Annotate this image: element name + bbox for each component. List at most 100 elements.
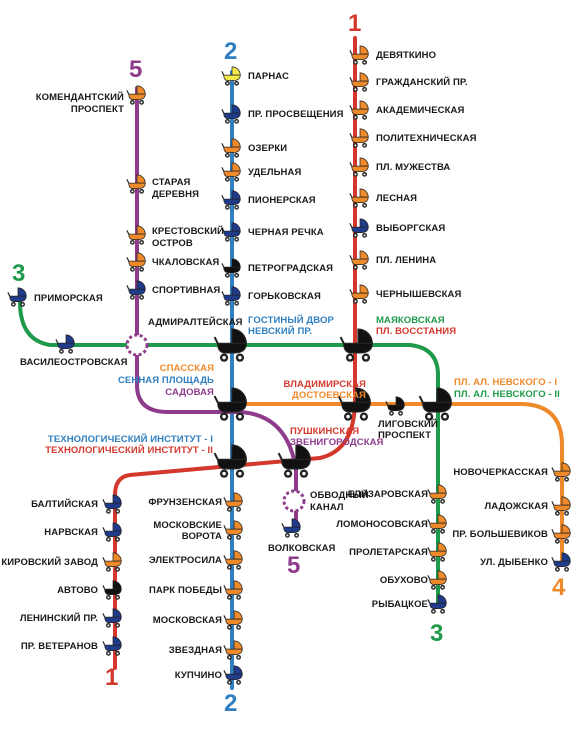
- station-label-tekh2[interactable]: ТЕХНОЛОГИЧЕСКИЙ ИНСТИТУТ - II: [45, 445, 213, 456]
- station-icon-obvodny: [282, 489, 306, 513]
- line-5-number-top: 5: [129, 56, 143, 83]
- station-icon-avtovo: [102, 580, 122, 600]
- station-label-nevsky[interactable]: НЕВСКИЙ ПР.: [248, 326, 313, 337]
- station-label-ligovsky2[interactable]: ПРОСПЕКТ: [378, 430, 432, 441]
- station-icon-narvskaya: [102, 522, 122, 542]
- station-label-vladimirskaya[interactable]: ВЛАДИМИРСКАЯ: [283, 379, 366, 390]
- station-label-pushkinskaya[interactable]: ПУШКИНСКАЯ: [290, 426, 360, 437]
- station-label-leninsky[interactable]: ЛЕНИНСКИЙ ПР.: [19, 613, 98, 624]
- station-label-kirovsky[interactable]: КИРОВСКИЙ ЗАВОД: [1, 557, 98, 568]
- station-label-veteranov[interactable]: ПР. ВЕТЕРАНОВ: [20, 641, 98, 652]
- station-icon-primorskaya: [7, 287, 27, 307]
- station-icon-lenina: [349, 250, 369, 270]
- station-label-mosvorota2[interactable]: ВОРОТА: [181, 531, 222, 542]
- station-label-rybatskoe[interactable]: РЫБАЦКОЕ: [371, 599, 428, 610]
- station-label-mosvorota1[interactable]: МОСКОВСКИЕ: [153, 520, 222, 531]
- station-label-narvskaya[interactable]: НАРВСКАЯ: [44, 527, 98, 538]
- station-label-lesnaya[interactable]: ЛЕСНАЯ: [376, 193, 418, 204]
- line-3-number-top: 3: [12, 260, 26, 287]
- station-label-devyatkino[interactable]: ДЕВЯТКИНО: [376, 50, 437, 61]
- station-label-grazhdansky[interactable]: ГРАЖДАНСКИЙ ПР.: [376, 77, 468, 88]
- station-label-staraya1[interactable]: СТАРАЯ: [152, 177, 191, 188]
- station-label-novocherkasskaya[interactable]: НОВОЧЕРКАССКАЯ: [453, 467, 548, 478]
- station-icon-zvezdnaya: [223, 640, 243, 660]
- line-5: [135, 86, 298, 532]
- station-label-sennaya[interactable]: СЕННАЯ ПЛОЩАДЬ: [117, 375, 214, 386]
- station-label-dostoevskaya[interactable]: ДОСТОЕВСКАЯ: [291, 390, 366, 401]
- station-label-obukhovo[interactable]: ОБУХОВО: [379, 575, 428, 586]
- station-label-chernaya[interactable]: ЧЕРНАЯ РЕЧКА: [248, 227, 324, 238]
- line-4: [230, 402, 564, 562]
- station-label-gostiny[interactable]: ГОСТИНЫЙ ДВОР: [248, 315, 334, 326]
- transfer-icon-sennaya: [213, 387, 247, 421]
- station-label-staraya2[interactable]: ДЕРЕВНЯ: [152, 189, 200, 200]
- station-label-frunzenskaya[interactable]: ФРУНЗЕНСКАЯ: [148, 497, 222, 508]
- station-label-krestovsky1[interactable]: КРЕСТОВСКИЙ: [152, 226, 224, 237]
- station-label-zvenigorodskaya[interactable]: ЗВЕНИГОРОДСКАЯ: [290, 437, 384, 448]
- station-label-petrogradskaya[interactable]: ПЕТРОГРАДСКАЯ: [248, 263, 334, 274]
- station-label-kupchino[interactable]: КУПЧИНО: [174, 670, 222, 681]
- station-label-komendantsky2[interactable]: ПРОСПЕКТ: [70, 104, 124, 115]
- station-label-tekh1[interactable]: ТЕХНОЛОГИЧЕСКИЙ ИНСТИТУТ - I: [47, 434, 213, 445]
- station-icon-petrogradskaya: [221, 258, 241, 278]
- station-label-lenina[interactable]: ПЛ. ЛЕНИНА: [376, 255, 437, 266]
- station-label-primorskaya[interactable]: ПРИМОРСКАЯ: [34, 293, 103, 304]
- station-label-volkovskaya[interactable]: ВОЛКОВСКАЯ: [268, 543, 336, 554]
- station-icon-vasileostrovskaya: [55, 334, 75, 354]
- station-label-chkalovskaya[interactable]: ЧКАЛОВСКАЯ: [152, 257, 220, 268]
- station-label-mayakovskaya[interactable]: МАЯКОВСКАЯ: [376, 315, 445, 326]
- station-label-krestovsky2[interactable]: ОСТРОВ: [152, 238, 193, 249]
- station-label-vosstaniya[interactable]: ПЛ. ВОССТАНИЯ: [376, 326, 457, 337]
- station-icon-pionerskaya: [221, 190, 241, 210]
- station-label-vyborgskaya[interactable]: ВЫБОРГСКАЯ: [376, 223, 446, 234]
- station-label-avtovo[interactable]: АВТОВО: [57, 585, 98, 596]
- station-label-elizarovskaya[interactable]: ЕЛИЗАРОВСКАЯ: [347, 489, 428, 500]
- station-icon-moskovskaya: [223, 610, 243, 630]
- station-label-parnas[interactable]: ПАРНАС: [248, 71, 289, 82]
- station-label-dybenko[interactable]: УЛ. ДЫБЕНКО: [480, 557, 548, 568]
- station-label-ozerki[interactable]: ОЗЕРКИ: [248, 143, 288, 154]
- transfer-icon-tekhnologichesky: [213, 444, 247, 478]
- station-label-ligovsky1[interactable]: ЛИГОВСКИЙ: [378, 419, 438, 430]
- station-label-akademicheskaya[interactable]: АКАДЕМИЧЕСКАЯ: [376, 105, 465, 116]
- station-label-zvezdnaya[interactable]: ЗВЕЗДНАЯ: [168, 645, 222, 656]
- transfer-icon-alnevsky: [418, 387, 452, 421]
- station-icon-lomonosovskaya: [427, 514, 447, 534]
- station-label-chernyshevskaya[interactable]: ЧЕРНЫШЕВСКАЯ: [376, 289, 462, 300]
- station-icon-krestovsky: [126, 225, 146, 245]
- station-label-politekhnicheskaya[interactable]: ПОЛИТЕХНИЧЕСКАЯ: [376, 133, 477, 144]
- transfer-icon-nevsky-gostiny: [213, 328, 247, 362]
- station-label-proletarskaya[interactable]: ПРОЛЕТАРСКАЯ: [349, 547, 428, 558]
- station-label-ladozhskaya[interactable]: ЛАДОЖСКАЯ: [484, 501, 548, 512]
- station-label-moskovskaya[interactable]: МОСКОВСКАЯ: [152, 615, 222, 626]
- line-1: [113, 36, 357, 670]
- station-label-spasskaya[interactable]: СПАССКАЯ: [159, 363, 214, 374]
- station-icon-ozerki: [221, 138, 241, 158]
- station-icon-kirovsky: [102, 552, 122, 572]
- station-label-sportivnaya[interactable]: СПОРТИВНАЯ: [152, 285, 221, 296]
- station-label-vasileostrovskaya[interactable]: ВАСИЛЕОСТРОВСКАЯ: [20, 357, 128, 368]
- station-label-nevsky1[interactable]: ПЛ. АЛ. НЕВСКОГО - I: [454, 377, 558, 388]
- station-label-komendantsky1[interactable]: КОМЕНДАНТСКИЙ: [35, 92, 124, 103]
- line-4-number-bottom: 4: [552, 574, 566, 601]
- station-label-obvodny2[interactable]: КАНАЛ: [310, 502, 344, 513]
- station-label-admiralteyskaya[interactable]: АДМИРАЛТЕЙСКАЯ: [148, 317, 243, 328]
- station-icon-kupchino: [223, 665, 243, 685]
- station-label-elektrosila[interactable]: ЭЛЕКТРОСИЛА: [148, 555, 222, 566]
- station-label-obvodny1[interactable]: ОБВОДНЫЙ: [310, 490, 369, 501]
- station-icon-elizarovskaya: [427, 484, 447, 504]
- station-label-prosvescheniya[interactable]: ПР. ПРОСВЕЩЕНИЯ: [248, 109, 344, 120]
- station-icon-prosvescheniya: [221, 104, 241, 124]
- station-label-nevsky2[interactable]: ПЛ. АЛ. НЕВСКОГО - II: [454, 389, 560, 400]
- station-icon-parnas: [221, 66, 241, 86]
- station-label-park[interactable]: ПАРК ПОБЕДЫ: [148, 585, 222, 596]
- station-label-lomonosovskaya[interactable]: ЛОМОНОСОВСКАЯ: [336, 519, 428, 530]
- station-label-udelnaya[interactable]: УДЕЛЬНАЯ: [248, 167, 302, 178]
- station-label-muzhestva[interactable]: ПЛ. МУЖЕСТВА: [376, 162, 451, 173]
- station-label-sadovaya[interactable]: САДОВАЯ: [165, 387, 214, 398]
- station-label-bolshevikov[interactable]: ПР. БОЛЬШЕВИКОВ: [452, 529, 548, 540]
- station-label-gorkovskaya[interactable]: ГОРЬКОВСКАЯ: [248, 291, 321, 302]
- station-label-baltiyskaya[interactable]: БАЛТИЙСКАЯ: [31, 499, 98, 510]
- station-icon-udelnaya: [221, 162, 241, 182]
- station-label-pionerskaya[interactable]: ПИОНЕРСКАЯ: [248, 195, 316, 206]
